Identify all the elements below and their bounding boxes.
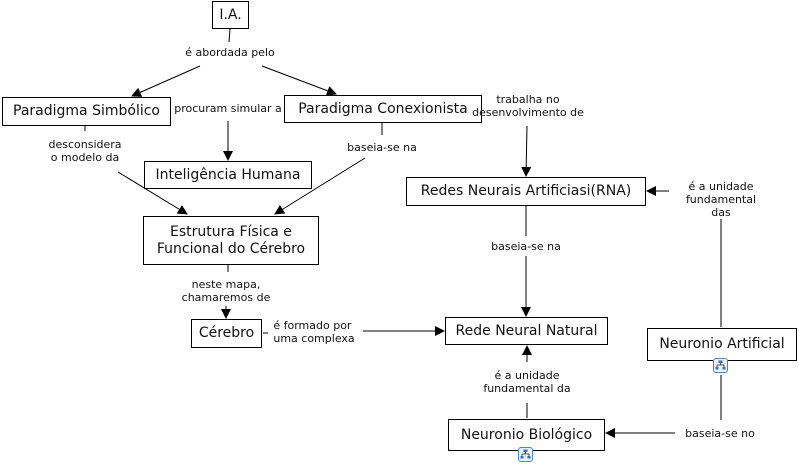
concept-paradigma-conexionista[interactable]: Paradigma Conexionista	[284, 95, 482, 123]
concept-neuronio-artificial[interactable]: Neuronio Artificial	[647, 328, 797, 361]
phrase-procuram-simular-a[interactable]: procuram simular a	[174, 102, 282, 115]
phrase-trabalha-no-desenvolvimento[interactable]: trabalha no desenvolvimento de	[472, 93, 584, 119]
concept-rede-neural-natural[interactable]: Rede Neural Natural	[445, 317, 608, 345]
concept-cerebro[interactable]: Cérebro	[191, 319, 262, 348]
phrase-neste-mapa-chamaremos-de[interactable]: neste mapa, chamaremos de	[181, 278, 271, 304]
phrase-unidade-fundamental-da[interactable]: é a unidade fundamental da	[483, 369, 571, 395]
phrase-baseia-se-na-estrutura[interactable]: baseia-se na	[347, 141, 417, 154]
arrow-to-conexionista	[261, 65, 337, 96]
concept-neuronio-biologico[interactable]: Neuronio Biológico	[448, 419, 605, 451]
concept-map-resource-icon[interactable]	[518, 447, 533, 462]
arrow-trabalha-rna	[521, 125, 532, 177]
phrase-e-formado-por-uma-complexa[interactable]: é formado por uma complexa	[273, 319, 355, 345]
phrase-unidade-fundamental-das[interactable]: é a unidade fundamental das	[682, 180, 760, 219]
arrow-baseia-estrutura	[274, 157, 366, 215]
phrase-e-abordada-pelo[interactable]: é abordada pelo	[185, 46, 275, 59]
arrow-desconsidera-estrutura	[117, 171, 188, 215]
phrase-baseia-se-na-rede[interactable]: baseia-se na	[491, 240, 561, 253]
concept-map-resource-icon[interactable]	[713, 358, 728, 373]
phrase-baseia-se-no[interactable]: baseia-se no	[685, 427, 755, 440]
link-ia-abordada	[228, 28, 231, 43]
concept-paradigma-simbolico[interactable]: Paradigma Simbólico	[2, 97, 171, 126]
concept-redes-neurais-artificiais[interactable]: Redes Neurais Artificiasi(RNA)	[406, 177, 646, 206]
phrase-desconsidera-o-modelo-da[interactable]: desconsidera o modelo da	[48, 138, 122, 164]
concept-ia[interactable]: I.A.	[212, 1, 249, 29]
concept-estrutura-fisica-funcional[interactable]: Estrutura Física e Funcional do Cérebro	[143, 216, 319, 265]
arrow-to-simbolico	[131, 65, 201, 97]
concept-inteligencia-humana[interactable]: Inteligência Humana	[144, 161, 312, 189]
